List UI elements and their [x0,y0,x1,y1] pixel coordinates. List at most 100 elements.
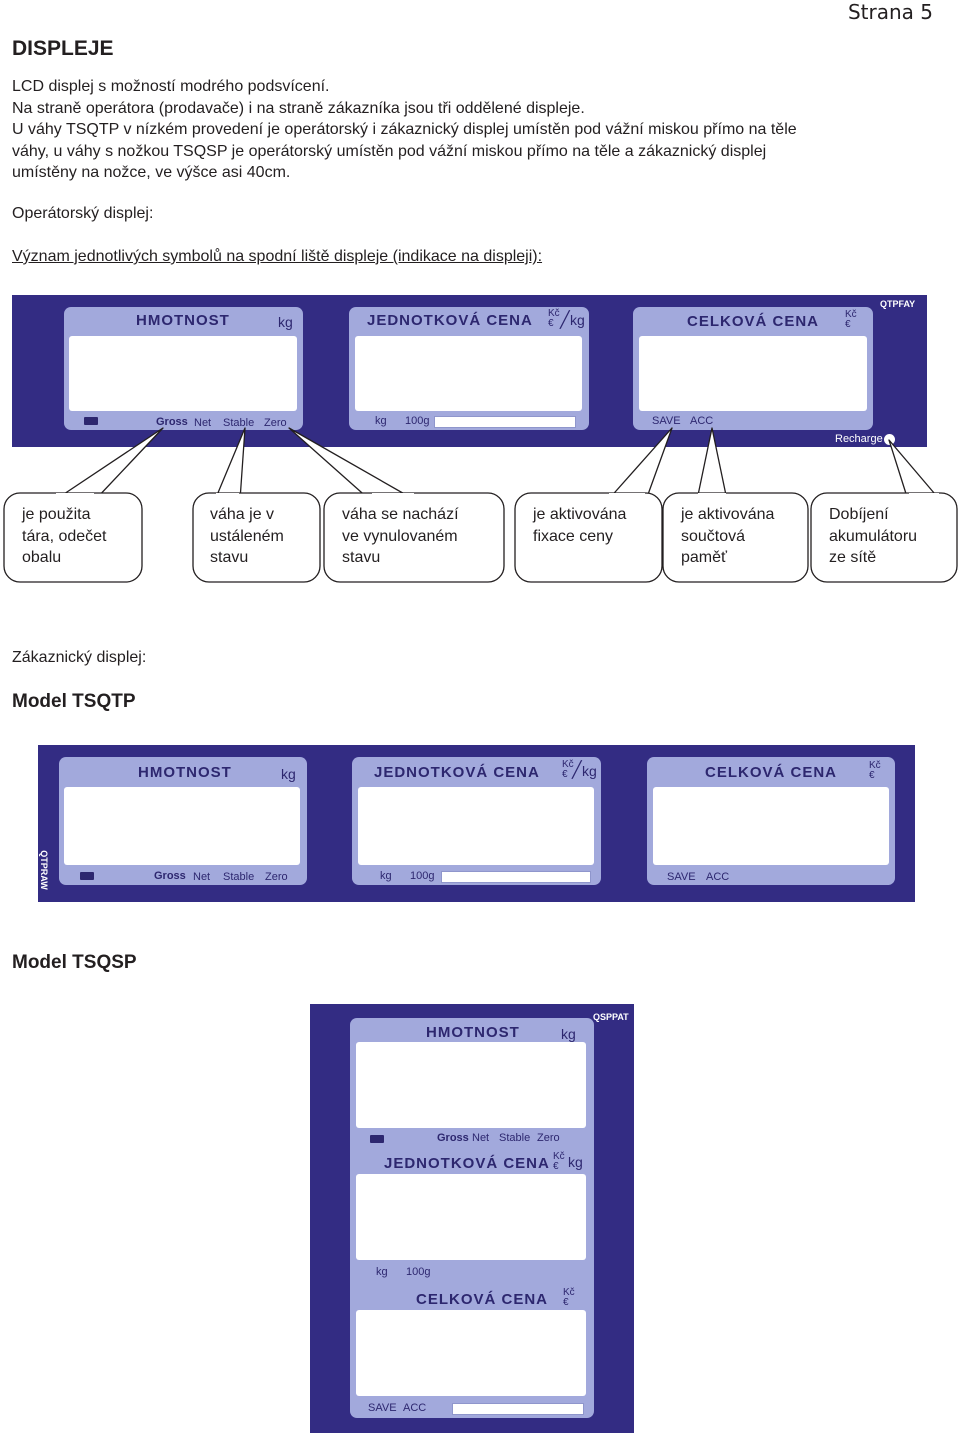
customer-display-tsqtp-panel: QTPRAW HMOTNOST kg Gross Net Stable Zero… [38,745,915,902]
currency-eur: € [548,318,554,329]
currency-eur: € [562,769,568,780]
callout-line: je aktivována [681,506,775,523]
callout-line: stavu [210,549,249,566]
weight-label: HMOTNOST [136,312,230,329]
gross-indicator: Gross [156,416,188,428]
slash-icon: ╱ [572,762,582,779]
acc-indicator: ACC [403,1402,427,1414]
total-price-label: CELKOVÁ CENA [687,313,820,330]
currency-eur: € [869,770,875,781]
battery-icon [80,872,94,880]
callout-line: akumulátoru [829,527,918,545]
total-price-section: CELKOVÁ CENA Kč € SAVE ACC [647,757,895,885]
callout-line: paměť [681,549,728,566]
operator-display-panel: QTPFAY HMOTNOST kg Gross Net Stable Zero… [12,295,927,447]
indicator-bar [434,416,576,428]
model-tsqtp-title: Model TSQTP [12,691,136,712]
stable-indicator: Stable [223,871,255,883]
callout-pointer [288,427,416,501]
currency-czk: Kč [845,309,857,320]
indicator-bar [452,1403,584,1415]
callout-recharge: Dobíjení akumulátoru ze sítě [829,504,917,569]
net-indicator: Net [472,1132,490,1144]
weight-section: HMOTNOST kg Gross Net Stable Zero [64,307,303,430]
currency-czk: Kč [548,308,560,319]
customer-display-tsqsp-panel: QSPPAT HMOTNOST kg Gross Net Stable Zero… [310,1004,634,1433]
page-number: Strana 5 [847,0,933,24]
callout-zero: váha se nachází ve vynulovaném stavu [342,504,459,569]
callout-line: ustáleném [210,527,284,545]
callout-pointer [607,427,673,501]
weight-window [356,1042,586,1128]
unit-kg: kg [278,314,293,330]
unit-price-window [356,1174,586,1260]
unit-kg-indicator: kg [380,870,392,882]
model-tsqsp-title: Model TSQSP [12,952,137,973]
currency-czk: Kč [553,1151,565,1162]
intro-line: váhy, u váhy s nožkou TSQSP je operátors… [12,142,767,160]
unit-kg-indicator: kg [376,1266,388,1278]
callout-stable: váha je v ustáleném stavu [210,504,284,569]
callout-bubble [192,492,321,583]
unit-kg: kg [570,312,585,328]
total-price-window [639,336,867,411]
total-price-label: CELKOVÁ CENA [705,764,838,781]
callout-pointer [888,439,941,501]
unit-price-label: JEDNOTKOVÁ CENA [384,1155,550,1172]
zero-indicator: Zero [264,417,287,429]
battery-icon [84,417,98,425]
intro-line: LCD displej s možností modrého podsvícen… [12,78,330,95]
total-price-label: CELKOVÁ CENA [416,1291,549,1308]
callout-price-fix: je aktivována fixace ceny [533,504,626,547]
currency-eur: € [553,1161,559,1172]
acc-indicator: ACC [690,415,714,427]
customer-display-title: Zákaznický displej: [12,649,147,666]
callout-line: ze sítě [829,549,877,566]
unit-price-window [358,787,594,865]
callout-pointer [54,427,164,501]
callout-line: Dobíjení [829,506,889,523]
weight-label: HMOTNOST [426,1024,520,1041]
zero-indicator: Zero [537,1132,560,1144]
symbols-title: Význam jednotlivých symbolů na spodní li… [12,248,543,265]
unit-price-label: JEDNOTKOVÁ CENA [367,312,533,329]
callout-line: váha je v [210,506,275,523]
unit-price-window [355,336,582,411]
section-heading: DISPLEJE [12,37,114,60]
gross-indicator: Gross [437,1132,469,1144]
slash-icon: ╱ [560,312,570,329]
currency-czk: Kč [869,760,881,771]
100g-indicator: 100g [405,415,430,427]
unit-kg: kg [281,766,296,782]
panel-tag: QSPPAT [593,1012,629,1022]
battery-icon [370,1135,384,1143]
callout-line: součtová [681,527,746,545]
callout-line: je použita [22,506,91,523]
panel-tag: QTPRAW [38,850,49,890]
total-price-section: CELKOVÁ CENA Kč € SAVE ACC [633,307,873,430]
total-price-window [356,1310,586,1396]
callout-bubble [323,492,505,583]
save-indicator: SAVE [667,871,696,883]
callout-pointers [54,427,941,501]
net-indicator: Net [194,417,212,429]
unit-price-section: JEDNOTKOVÁ CENA Kč € ╱ kg kg 100g [349,307,589,430]
callout-pointer [696,427,728,501]
unit-kg-indicator: kg [375,415,387,427]
callout-pointer [214,427,246,501]
stacked-sections: HMOTNOST kg Gross Net Stable Zero JEDNOT… [350,1018,594,1418]
stable-indicator: Stable [223,417,255,429]
indicator-bar [441,871,591,883]
unit-kg: kg [561,1026,576,1042]
zero-indicator: Zero [265,871,288,883]
callout-line: ve vynulovaném [342,527,458,545]
100g-indicator: 100g [410,870,435,882]
unit-kg: kg [568,1154,583,1170]
net-indicator: Net [193,871,211,883]
total-price-window [653,787,889,865]
stable-indicator: Stable [499,1132,531,1144]
callout-tare: je použita tára, odečet obalu [22,504,107,569]
gross-indicator: Gross [154,870,186,882]
intro-line: Na straně operátora (prodavače) i na str… [12,99,585,117]
weight-window [64,787,300,865]
